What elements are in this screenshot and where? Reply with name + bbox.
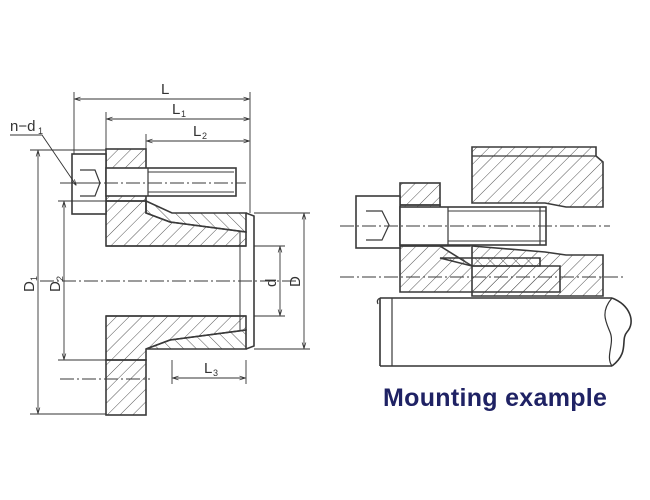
label-D2-sub: 2 xyxy=(55,276,65,281)
label-L2: L xyxy=(193,123,201,140)
inner-sleeve-lower xyxy=(145,329,247,350)
caption-mounting-example: Mounting example xyxy=(383,384,608,412)
mounting-example-view xyxy=(340,146,632,367)
label-L3: L xyxy=(204,360,212,377)
label-n-d1-sub: 1 xyxy=(38,126,43,136)
flange-bottom-ring xyxy=(105,359,147,416)
shaft-break xyxy=(611,297,632,367)
label-d: d xyxy=(263,279,280,287)
label-L1: L xyxy=(172,101,180,118)
label-L1-sub: 1 xyxy=(181,109,186,119)
label-D1: D xyxy=(21,281,38,292)
label-D1-sub: 1 xyxy=(29,276,39,281)
label-L3-sub: 3 xyxy=(213,368,218,378)
mount-bolt-head xyxy=(355,195,401,249)
dimension-lines xyxy=(10,92,310,415)
inner-taper xyxy=(439,257,541,267)
label-D2: D xyxy=(47,281,64,292)
label-D: D xyxy=(287,276,304,287)
label-L: L xyxy=(161,81,169,98)
left-sectional-view xyxy=(40,148,300,416)
inner-sleeve-upper xyxy=(145,199,247,233)
shaft xyxy=(379,297,612,367)
dimension-labels: L L 1 L 2 L 3 n−d 1 D 1 D 2 d D xyxy=(10,81,304,378)
label-n-d1: n−d xyxy=(10,118,35,135)
flange-collar xyxy=(399,182,441,206)
label-L2-sub: 2 xyxy=(202,131,207,141)
bolt-head xyxy=(71,153,107,215)
hub xyxy=(471,146,604,208)
bolt-shank xyxy=(105,167,237,197)
